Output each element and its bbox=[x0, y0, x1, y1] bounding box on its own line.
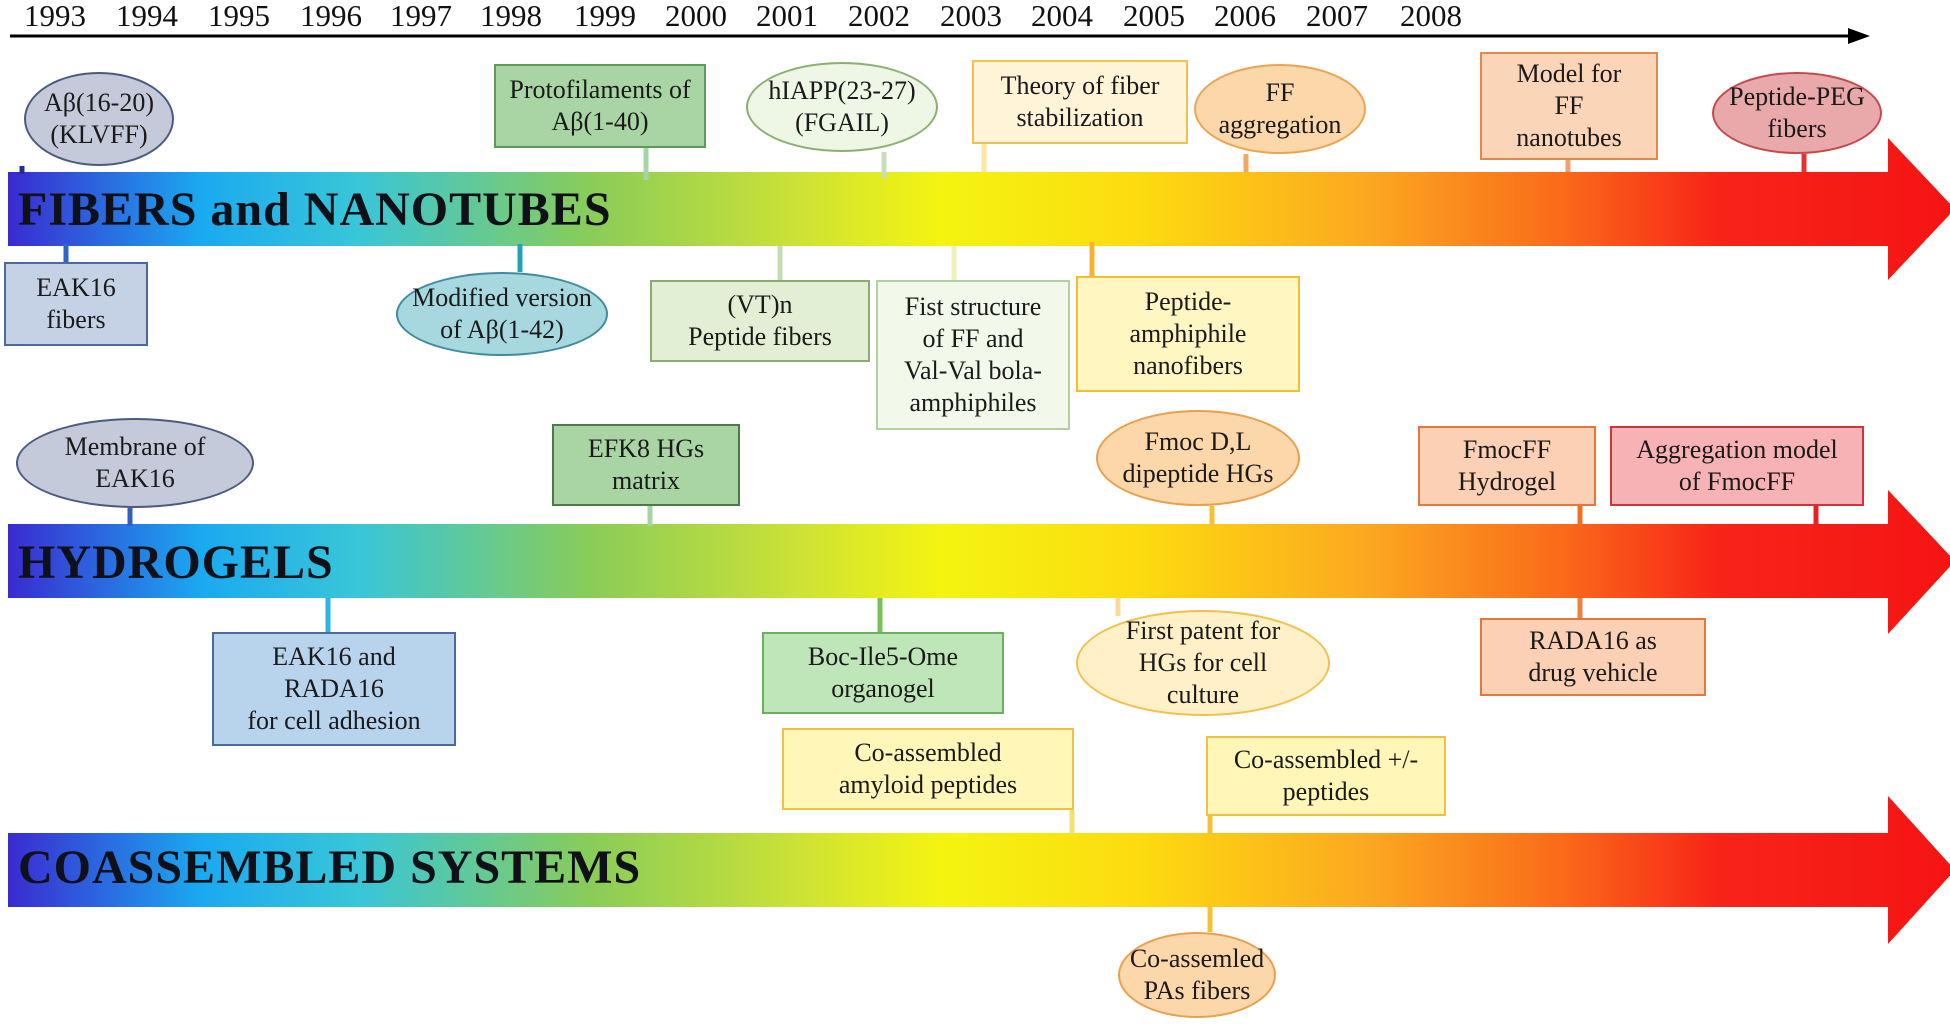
year-label: 1996 bbox=[300, 0, 362, 33]
year-label: 1999 bbox=[574, 0, 636, 33]
event-node: Membrane of EAK16 bbox=[16, 418, 254, 508]
event-node: Peptide- amphiphile nanofibers bbox=[1076, 276, 1300, 392]
event-node: RADA16 as drug vehicle bbox=[1480, 618, 1706, 696]
year-label: 1997 bbox=[390, 0, 452, 33]
year-label: 2004 bbox=[1031, 0, 1093, 33]
event-node: Peptide-PEG fibers bbox=[1712, 72, 1882, 154]
year-label: 2003 bbox=[940, 0, 1002, 33]
event-node: EAK16 fibers bbox=[4, 262, 148, 346]
event-node: Aggregation model of FmocFF bbox=[1610, 426, 1864, 506]
event-node: First patent for HGs for cell culture bbox=[1076, 610, 1330, 716]
event-node: Fist structure of FF and Val-Val bola- a… bbox=[876, 280, 1070, 430]
event-node: Aβ(16-20) (KLVFF) bbox=[24, 72, 174, 166]
event-node: EAK16 and RADA16 for cell adhesion bbox=[212, 632, 456, 746]
band-title-hydrogels: HYDROGELS bbox=[18, 536, 334, 589]
event-node: Co-assemled PAs fibers bbox=[1118, 932, 1276, 1018]
event-node: Fmoc D,L dipeptide HGs bbox=[1096, 410, 1300, 506]
year-axis-arrowhead bbox=[1848, 28, 1870, 44]
event-node: EFK8 HGs matrix bbox=[552, 424, 740, 506]
year-label: 2001 bbox=[756, 0, 818, 33]
year-label: 2007 bbox=[1306, 0, 1368, 33]
year-label: 2000 bbox=[665, 0, 727, 33]
event-node: Co-assembled amyloid peptides bbox=[782, 728, 1074, 810]
year-label: 1993 bbox=[24, 0, 86, 33]
year-label: 1998 bbox=[480, 0, 542, 33]
event-node: Co-assembled +/- peptides bbox=[1206, 736, 1446, 816]
event-node: FF aggregation bbox=[1194, 64, 1366, 154]
event-node: Modified version of Aβ(1-42) bbox=[396, 272, 608, 356]
year-label: 2008 bbox=[1400, 0, 1462, 33]
event-node: hIAPP(23-27) (FGAIL) bbox=[746, 62, 938, 152]
connectors bbox=[19, 144, 1819, 932]
event-node: Theory of fiber stabilization bbox=[972, 60, 1188, 144]
year-label: 2002 bbox=[848, 0, 910, 33]
year-label: 2005 bbox=[1123, 0, 1185, 33]
band-arrows bbox=[8, 138, 1950, 944]
year-label: 1994 bbox=[116, 0, 178, 33]
band-arrow-coassembled bbox=[8, 796, 1950, 944]
event-node: (VT)n Peptide fibers bbox=[650, 280, 870, 362]
event-node: FmocFF Hydrogel bbox=[1418, 426, 1596, 506]
band-arrow-hydrogels bbox=[8, 490, 1950, 634]
band-arrow-fibers bbox=[8, 138, 1950, 280]
event-node: Model for FF nanotubes bbox=[1480, 52, 1658, 160]
band-title-coassembled: COASSEMBLED SYSTEMS bbox=[18, 841, 642, 894]
year-label: 1995 bbox=[208, 0, 270, 33]
event-node: Protofilaments of Aβ(1-40) bbox=[494, 64, 706, 148]
year-label: 2006 bbox=[1214, 0, 1276, 33]
band-title-fibers: FIBERS and NANOTUBES bbox=[18, 183, 612, 236]
event-node: Boc-Ile5-Ome organogel bbox=[762, 632, 1004, 714]
